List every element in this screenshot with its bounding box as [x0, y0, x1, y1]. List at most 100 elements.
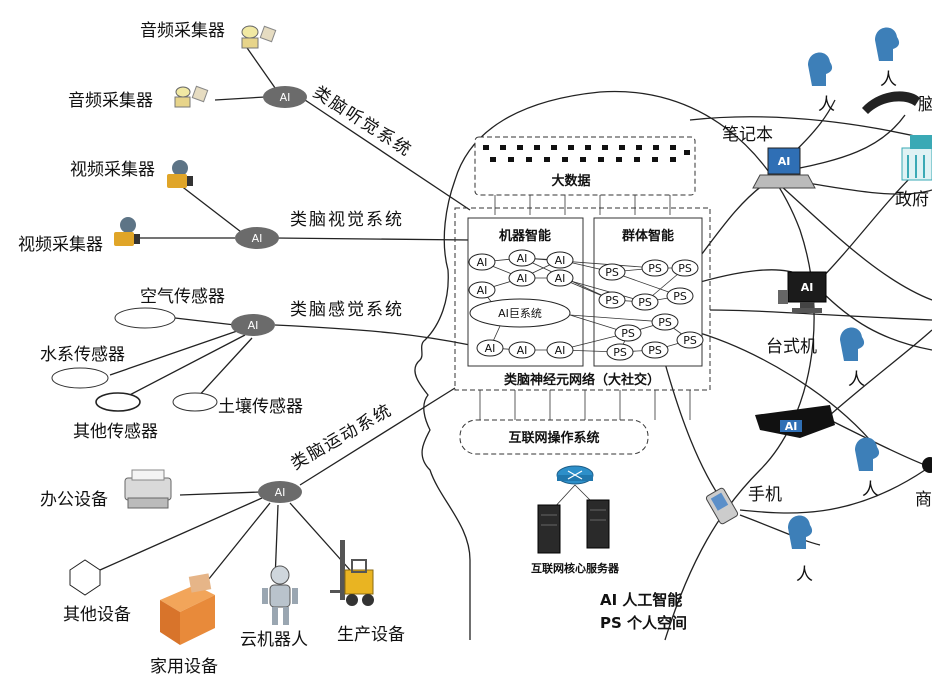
svg-text:AI: AI — [785, 420, 798, 433]
person-label-2: 人 — [880, 70, 897, 90]
machine-intel-label: 机器智能 — [499, 228, 551, 244]
core-server-label: 互联网核心服务器 — [531, 561, 620, 575]
svg-text:AI: AI — [555, 272, 566, 285]
svg-text:PS: PS — [678, 262, 692, 275]
group-intel-label: 群体智能 — [622, 228, 674, 244]
svg-text:PS: PS — [683, 334, 697, 347]
ai-node-2: AI — [508, 249, 536, 267]
svg-text:AI: AI — [485, 342, 496, 355]
ai-node-6: AI — [468, 281, 496, 299]
water-sensor-icon — [51, 367, 109, 389]
big-data-box — [474, 136, 696, 196]
svg-text:AI: AI — [555, 344, 566, 357]
air-sensor-label: 空气传感器 — [140, 287, 225, 307]
government-label: 政府 — [895, 190, 929, 210]
printer-icon — [124, 469, 172, 509]
audio-collector-icon-2 — [174, 85, 209, 108]
big-data-label: 大数据 — [551, 173, 590, 189]
headband-icon — [862, 91, 920, 114]
legend-ai: AI 人工智能 — [600, 591, 682, 609]
svg-text:PS: PS — [648, 262, 662, 275]
hexagon-icon — [69, 559, 101, 596]
os-box — [459, 419, 649, 455]
svg-text:PS: PS — [605, 294, 619, 307]
ai-node-1: AI — [468, 253, 496, 271]
production-device-label: 生产设备 — [337, 625, 405, 645]
system-vision-label: 类脑视觉系统 — [290, 210, 404, 230]
person-label-4: 人 — [862, 480, 879, 500]
svg-text:PS: PS — [605, 266, 619, 279]
soil-sensor-icon — [172, 392, 218, 412]
ai-node-8: AI — [508, 341, 536, 359]
ai-node-7: AI — [476, 339, 504, 357]
ps-node-5: PS — [631, 293, 659, 311]
hub-audio: AI — [263, 86, 307, 108]
svg-text:AI: AI — [252, 232, 263, 245]
svg-text:PS: PS — [658, 316, 672, 329]
other-device-label: 其他设备 — [63, 605, 131, 625]
video-collector-label-1: 视频采集器 — [70, 160, 155, 180]
ai-node-9: AI — [546, 341, 574, 359]
phone-label: 手机 — [748, 485, 782, 505]
office-device-label: 办公设备 — [40, 490, 108, 510]
server-icon — [537, 499, 610, 554]
svg-text:AI: AI — [517, 344, 528, 357]
system-motion-label: 类脑运动系统 — [288, 400, 397, 474]
box-icon — [160, 573, 215, 645]
desktop-icon: AI — [778, 271, 827, 313]
svg-text:PS: PS — [621, 327, 635, 340]
system-hearing-label: 类脑听觉系统 — [309, 82, 416, 161]
svg-text:AI巨系统: AI巨系统 — [498, 307, 542, 320]
ps-node-6: PS — [666, 287, 694, 305]
svg-text:AI: AI — [517, 272, 528, 285]
svg-text:PS: PS — [613, 346, 627, 359]
person-icon-2 — [875, 27, 900, 61]
person-label-5: 人 — [796, 565, 813, 585]
svg-text:PS: PS — [638, 296, 652, 309]
legend-ps: PS 个人空间 — [600, 614, 687, 632]
person-icon-5 — [788, 515, 813, 549]
ai-node-4: AI — [508, 269, 536, 287]
svg-text:AI: AI — [275, 486, 286, 499]
svg-text:AI: AI — [517, 252, 528, 265]
person-label-3: 人 — [848, 370, 865, 390]
ps-node-4: PS — [598, 291, 626, 309]
video-collector-icon-1 — [167, 160, 193, 188]
svg-text:AI: AI — [248, 319, 259, 332]
ps-node-10: PS — [606, 343, 634, 361]
soil-sensor-label: 土壤传感器 — [218, 396, 303, 417]
left-connections — [99, 44, 471, 591]
business-label-partial: 商 — [915, 490, 932, 510]
robot-icon — [262, 565, 298, 625]
ai-node-3: AI — [546, 251, 574, 269]
svg-text:AI: AI — [477, 256, 488, 269]
svg-text:PS: PS — [648, 344, 662, 357]
ps-node-2: PS — [641, 259, 669, 277]
audio-collector-icon-1 — [241, 25, 277, 49]
water-sensor-label: 水系传感器 — [40, 345, 125, 365]
video-collector-icon-2 — [114, 217, 140, 246]
hub-motion: AI — [258, 481, 302, 503]
government-icon — [901, 135, 932, 181]
neural-network-box — [454, 207, 711, 391]
home-device-label: 家用设备 — [150, 657, 218, 677]
hub-sensor: AI — [231, 314, 275, 336]
other-sensor-label: 其他传感器 — [73, 422, 158, 442]
person-icon-4 — [855, 437, 880, 471]
audio-collector-label-2: 音频采集器 — [68, 91, 153, 111]
svg-text:AI: AI — [555, 254, 566, 267]
ps-node-7: PS — [614, 324, 642, 342]
cloud-robot-label: 云机器人 — [240, 630, 308, 650]
ps-node-1: PS — [598, 263, 626, 281]
air-sensor-icon — [114, 307, 176, 329]
ai-node-5: AI — [546, 269, 574, 287]
brain-label-partial: 脑 — [918, 95, 932, 115]
desktop-label: 台式机 — [766, 337, 817, 357]
os-connectors — [479, 390, 691, 420]
ai-giant-system-node: AI巨系统 — [469, 298, 571, 328]
phone-icon — [705, 487, 739, 525]
person-icon-3 — [840, 327, 865, 361]
svg-text:AI: AI — [801, 281, 814, 294]
svg-text:AI: AI — [778, 155, 791, 168]
